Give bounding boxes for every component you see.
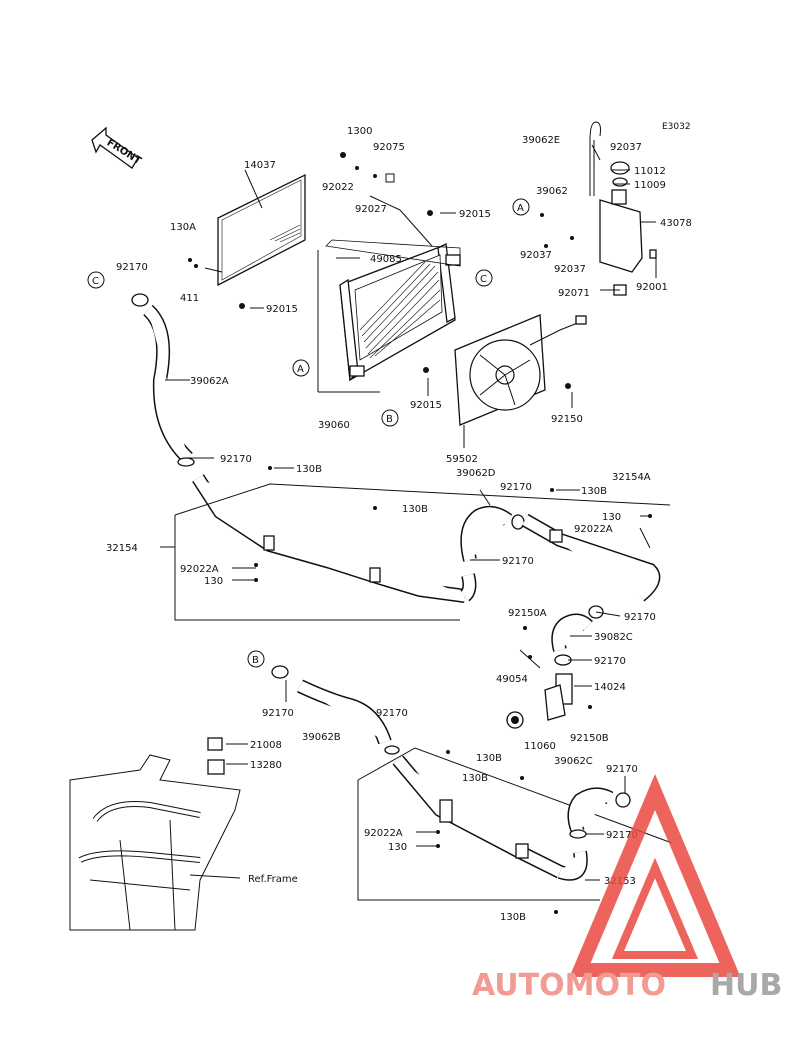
part-label: 92150 <box>551 414 583 425</box>
part-label: 39060 <box>318 420 350 431</box>
part-label: 39082C <box>594 632 633 643</box>
watermark-logo: AUTOMOTO HUB <box>472 773 782 1003</box>
frame-reference <box>69 737 241 931</box>
part-label: 92075 <box>373 142 405 153</box>
callout-a-tank: A <box>512 198 530 216</box>
part-label: 92170 <box>376 708 408 719</box>
leader-lines <box>160 144 657 881</box>
part-label: 92170 <box>262 708 294 719</box>
callout-b-hose: B <box>247 650 265 668</box>
part-label: 92022A <box>574 524 613 535</box>
part-label: 92015 <box>410 400 442 411</box>
part-label: 39062 <box>536 186 568 197</box>
watermark-brand-b: HUB <box>710 968 782 1003</box>
part-label: 92170 <box>624 612 656 623</box>
fasteners <box>188 152 652 914</box>
part-label: 92022 <box>322 182 354 193</box>
part-label: 14037 <box>244 160 276 171</box>
callout-letter: A <box>517 203 524 214</box>
radiator-core <box>317 239 461 393</box>
part-label: 59502 <box>446 454 478 465</box>
part-label: 92170 <box>220 454 252 465</box>
part-labels: 1300 92075 92022 92027 92015 14037 130A … <box>106 126 692 923</box>
part-label: 92150B <box>570 733 609 744</box>
part-label: 1300 <box>347 126 372 137</box>
part-label: 92170 <box>594 656 626 667</box>
part-label: 39062C <box>554 756 593 767</box>
part-label: 39062A <box>190 376 229 387</box>
part-label: 92001 <box>636 282 668 293</box>
part-label: 130B <box>402 504 428 515</box>
part-label: 39062B <box>302 732 341 743</box>
part-label: 130B <box>500 912 526 923</box>
part-label: 32154 <box>106 543 138 554</box>
part-label: 130 <box>204 576 223 587</box>
part-label: 130B <box>462 773 488 784</box>
pipe-32153 <box>357 747 673 901</box>
part-label: 92170 <box>500 482 532 493</box>
fan-shroud <box>454 314 587 448</box>
part-label: 411 <box>180 293 199 304</box>
hose-39062C <box>567 787 631 839</box>
hose-39062B <box>271 665 400 755</box>
part-label: 92037 <box>554 264 586 275</box>
front-arrow-icon: FRONT <box>91 126 143 169</box>
part-label: 32154A <box>612 472 651 483</box>
callout-c-hose: C <box>87 271 105 289</box>
callout-letter: C <box>92 276 99 287</box>
part-label: 92071 <box>558 288 590 299</box>
ref-frame-label: Ref.Frame <box>248 874 298 885</box>
part-label: 21008 <box>250 740 282 751</box>
part-label: 92022A <box>180 564 219 575</box>
part-label: 130A <box>170 222 196 233</box>
part-label: 11060 <box>524 741 556 752</box>
hose-39062D <box>460 505 525 562</box>
part-label: 11012 <box>634 166 666 177</box>
part-label: 13280 <box>250 760 282 771</box>
part-label: 39062E <box>522 135 560 146</box>
part-label: 130 <box>388 842 407 853</box>
part-label: 130B <box>296 464 322 475</box>
watermark-brand-a: AUTOMOTO <box>472 968 666 1003</box>
part-label: 130B <box>476 753 502 764</box>
pipe-32154A <box>521 513 661 619</box>
callout-letter: C <box>480 274 487 285</box>
part-label: 49054 <box>496 674 528 685</box>
part-label: 92037 <box>610 142 642 153</box>
callout-b-radiator: B <box>381 409 399 427</box>
part-label: 92170 <box>116 262 148 273</box>
callout-letter: A <box>297 364 304 375</box>
diagram-code: E3032 <box>662 122 691 132</box>
callout-letter: B <box>252 655 259 666</box>
pipe-32154 <box>174 474 671 621</box>
callout-a-left: A <box>292 359 310 377</box>
callout-letter: B <box>386 414 393 425</box>
part-label: 92150A <box>508 608 547 619</box>
part-label: 49085 <box>370 254 402 265</box>
part-label: 92170 <box>606 764 638 775</box>
part-label: 92170 <box>502 556 534 567</box>
part-label: 11009 <box>634 180 666 191</box>
part-label: 43078 <box>660 218 692 229</box>
part-label: 130B <box>581 486 607 497</box>
thermostat-housing <box>506 613 593 729</box>
part-label: 92027 <box>355 204 387 215</box>
part-label: 130 <box>602 512 621 523</box>
part-label: 92022A <box>364 828 403 839</box>
part-label: 92015 <box>459 209 491 220</box>
part-label: 92037 <box>520 250 552 261</box>
part-label: 92015 <box>266 304 298 315</box>
radiator-screen <box>204 169 306 287</box>
part-label: 39062D <box>456 468 496 479</box>
hose-39062A <box>131 293 195 467</box>
part-label: 92170 <box>606 830 638 841</box>
callout-c-radiator: C <box>475 269 493 287</box>
part-label: 14024 <box>594 682 626 693</box>
